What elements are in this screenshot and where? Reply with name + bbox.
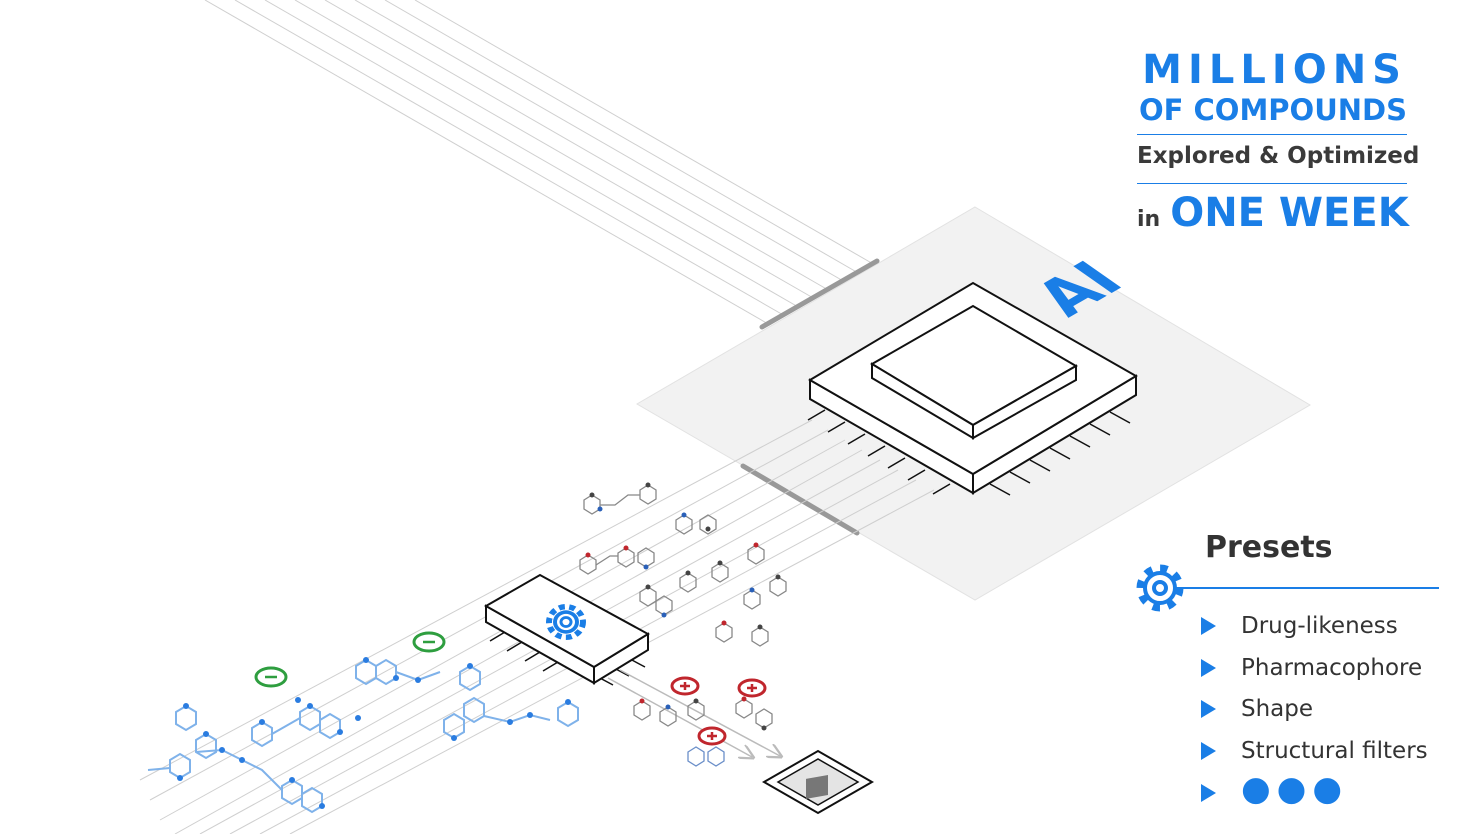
preset-item-label: Shape	[1241, 696, 1314, 722]
more-dots-icon: ●●●	[1241, 769, 1349, 809]
data-stream-lines	[204, 0, 876, 326]
presets-list: Drug-likeness Pharmacophore Shape Struct…	[1201, 608, 1428, 816]
preset-item-drug-likeness[interactable]: Drug-likeness	[1201, 608, 1428, 650]
minus-badge-icon	[254, 666, 288, 688]
headline: MILLIONS OF COMPOUNDS Explored & Optimiz…	[1137, 47, 1420, 236]
preset-item-label: Pharmacophore	[1241, 654, 1423, 681]
headline-divider	[1137, 134, 1407, 135]
play-triangle-icon	[1201, 784, 1216, 802]
filter-chip	[483, 573, 650, 686]
upper-connector-bar	[759, 258, 880, 330]
minus-badge-icon	[412, 631, 446, 653]
plus-badge-icon	[737, 678, 767, 698]
headline-timeframe: in ONE WEEK	[1137, 190, 1409, 236]
trash-bin-icon	[761, 749, 875, 815]
molecule-cluster-accepted	[147, 658, 579, 814]
molecule-atoms-unfiltered	[585, 482, 781, 731]
gear-icon	[1136, 564, 1184, 612]
gear-icon	[546, 603, 586, 641]
presets-title: Presets	[1205, 530, 1333, 565]
plus-badge-icon	[670, 676, 700, 696]
play-triangle-icon	[1201, 741, 1216, 760]
play-triangle-icon	[1201, 700, 1216, 718]
preset-item-label: Drug-likeness	[1241, 613, 1398, 639]
preset-item-structural-filters[interactable]: Structural filters	[1201, 733, 1428, 775]
preset-item-more[interactable]: ●●●	[1201, 772, 1428, 816]
headline-of-compounds: OF COMPOUNDS	[1138, 93, 1407, 127]
ai-chip: AI	[807, 251, 1139, 496]
headline-explored: Explored & Optimized	[1137, 143, 1420, 169]
preset-item-pharmacophore[interactable]: Pharmacophore	[1201, 650, 1428, 692]
play-triangle-icon	[1201, 617, 1216, 635]
preset-item-label: Structural filters	[1241, 737, 1428, 764]
rejection-arrows	[607, 669, 780, 757]
headline-millions: MILLIONS	[1142, 47, 1407, 93]
plus-badge-icon	[697, 726, 727, 746]
presets-divider	[1175, 587, 1439, 589]
headline-one-week: ONE WEEK	[1170, 190, 1409, 236]
play-triangle-icon	[1201, 658, 1216, 677]
molecule-atoms-accepted	[177, 657, 571, 809]
headline-divider	[1137, 183, 1407, 184]
headline-in: in	[1137, 207, 1161, 232]
preset-item-shape[interactable]: Shape	[1201, 691, 1428, 733]
